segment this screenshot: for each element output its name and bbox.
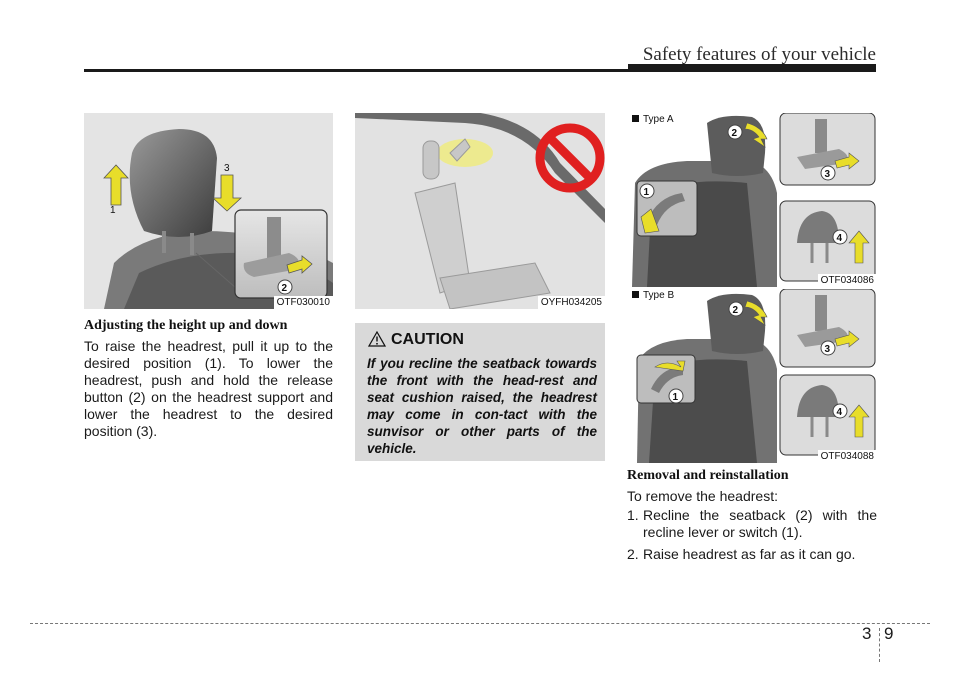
callout-2: 2 [282,283,288,294]
figure-code: OTF030010 [273,296,333,309]
callout-4: 4 [837,233,843,244]
callout-4: 4 [837,407,843,418]
left-column-text: Adjusting the height up and down To rais… [84,318,333,440]
list-item: 1. Recline the seatback (2) with the rec… [627,507,877,540]
callout-1: 1 [644,187,650,198]
callout-1: 1 [673,392,679,403]
figure-headrest-adjust: 1 3 2 OTF030010 [84,113,333,309]
caution-box: CAUTION If you recline the seatback towa… [355,323,605,461]
callout-1: 1 [110,205,116,216]
type-a-label: Type A [632,114,674,125]
caution-text: If you recline the seatback towards the … [367,356,597,456]
running-header: Safety features of your vehicle [642,44,876,65]
figure-code: OTF034086 [817,274,877,287]
body-paragraph: To raise the headrest, pull it up to the… [84,338,333,439]
square-bullet-icon [632,291,639,298]
right-column-text: Removal and reinstallation To remove the… [627,468,877,505]
type-b-label: Type B [632,290,674,301]
list-item: 2. Raise headrest as far as it can go. [627,546,856,562]
square-bullet-icon [632,115,639,122]
caution-title: CAUTION [391,331,464,348]
figure-recline-warning: OYFH034205 [355,113,605,309]
callout-3: 3 [224,163,230,174]
removal-steps: 1. Recline the seatback (2) with the rec… [627,507,877,568]
section-heading: Removal and reinstallation [627,468,789,483]
callout-2: 2 [732,128,738,139]
callout-3: 3 [825,169,831,180]
callout-3: 3 [825,344,831,355]
figure-type-a: 1 2 3 4 OTF034086 [627,113,877,287]
intro-text: To remove the headrest: [627,488,778,504]
callout-2: 2 [733,305,739,316]
figure-code: OTF034088 [817,450,877,463]
page-number-divider [879,628,880,662]
header-tab-bar [628,64,876,71]
chapter-number: 3 [862,624,872,643]
section-heading: Adjusting the height up and down [84,318,288,333]
footer-rule [30,623,930,624]
page-number: 9 [884,624,894,643]
warning-triangle-icon [368,331,386,347]
figure-type-b: 1 2 3 4 OTF034088 [627,289,877,463]
figure-code: OYFH034205 [537,296,605,309]
header-rule [84,69,876,72]
